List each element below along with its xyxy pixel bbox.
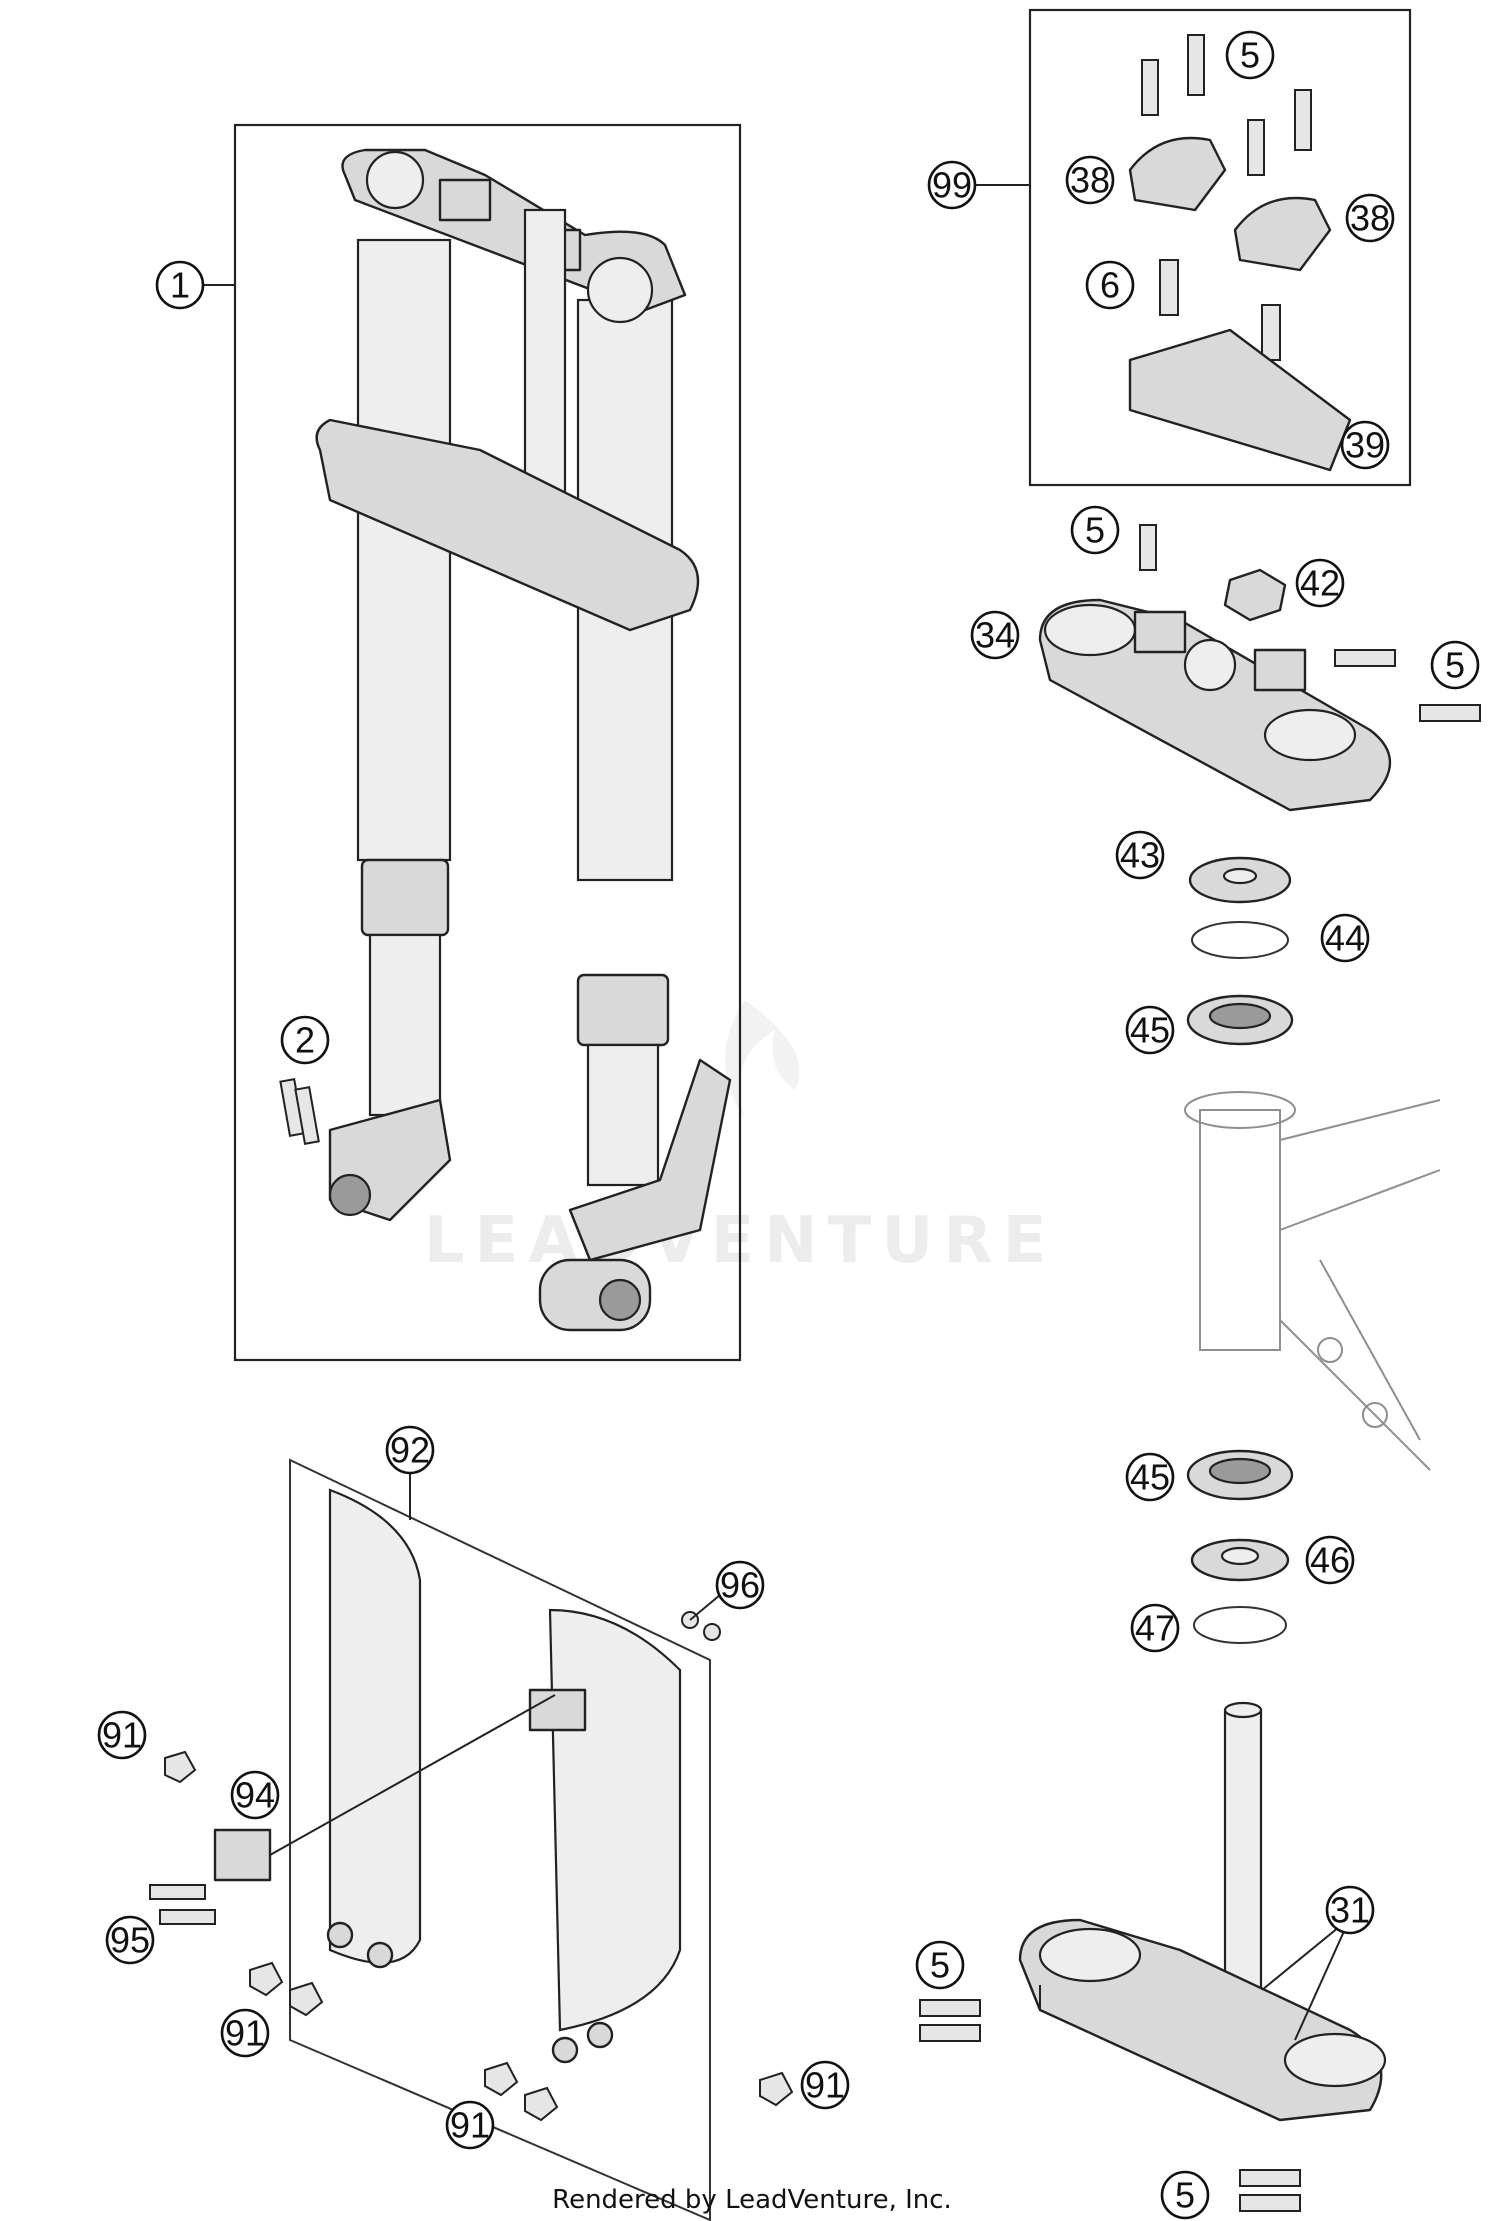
callout-44: 44 — [1320, 913, 1370, 963]
svg-text:91: 91 — [805, 2065, 845, 2106]
svg-text:91: 91 — [450, 2105, 490, 2146]
svg-text:1: 1 — [170, 265, 190, 306]
callout-99: 99 — [927, 160, 977, 210]
clamp-bolts-2 — [279, 1078, 320, 1145]
callout-96: 96 — [715, 1560, 765, 1610]
callout-91-bottom: 91 — [445, 2100, 495, 2150]
svg-text:91: 91 — [225, 2013, 265, 2054]
fork-assembly — [315, 148, 732, 1332]
svg-text:5: 5 — [930, 1945, 950, 1986]
callout-1: 1 — [155, 260, 205, 310]
callout-5-lower-clamp-side: 5 — [915, 1940, 965, 1990]
fork-guard-panel — [289, 1458, 711, 2221]
svg-text:99: 99 — [932, 165, 972, 206]
bearing-stack-upper — [1186, 856, 1294, 1046]
watermark-text: LEADVENTURE — [424, 1204, 1057, 1278]
svg-text:5: 5 — [1085, 510, 1105, 551]
svg-text:2: 2 — [295, 1020, 315, 1061]
footer-credit: Rendered by LeadVenture, Inc. — [552, 2185, 952, 2215]
callout-34: 34 — [970, 610, 1020, 660]
callout-95: 95 — [105, 1915, 155, 1965]
svg-text:92: 92 — [390, 1430, 430, 1471]
callout-5-top-clamp-bolt: 5 — [1070, 505, 1120, 555]
svg-text:42: 42 — [1300, 563, 1340, 604]
callout-92: 92 — [385, 1425, 435, 1475]
callout-45-upper: 45 — [1125, 1005, 1175, 1055]
callout-6: 6 — [1085, 260, 1135, 310]
svg-text:31: 31 — [1330, 1890, 1370, 1931]
svg-text:44: 44 — [1325, 918, 1365, 959]
callout-5-side-bolts: 5 — [1430, 640, 1480, 690]
callout-2: 2 — [280, 1015, 330, 1065]
svg-text:45: 45 — [1130, 1010, 1170, 1051]
frame-head-tube — [1184, 1091, 1441, 1471]
svg-text:34: 34 — [975, 615, 1015, 656]
svg-text:5: 5 — [1175, 2175, 1195, 2216]
svg-text:95: 95 — [110, 1920, 150, 1961]
callout-42: 42 — [1295, 558, 1345, 608]
callout-91-right: 91 — [800, 2060, 850, 2110]
handlebar-clamp-kit-box — [1028, 8, 1412, 487]
svg-text:38: 38 — [1070, 160, 1110, 201]
callout-94: 94 — [230, 1770, 280, 1820]
callout-31: 31 — [1325, 1885, 1375, 1935]
callout-46: 46 — [1305, 1535, 1355, 1585]
svg-text:38: 38 — [1350, 198, 1390, 239]
handlebar-clamp-kit — [1128, 34, 1352, 472]
fork-assembly-box — [233, 123, 742, 1362]
callout-91-left: 91 — [97, 1710, 147, 1760]
svg-text:5: 5 — [1445, 645, 1465, 686]
svg-text:91: 91 — [102, 1715, 142, 1756]
svg-text:47: 47 — [1135, 1608, 1175, 1649]
leadventure-watermark: LEADVENTURE — [424, 1000, 1057, 1278]
callout-5-kit: 5 — [1225, 30, 1275, 80]
callout-38-left: 38 — [1065, 155, 1115, 205]
callout-91-center-left: 91 — [220, 2008, 270, 2058]
callout-5-lower-clamp-bottom: 5 — [1160, 2170, 1210, 2220]
upper-triple-clamp — [1038, 524, 1481, 812]
svg-text:45: 45 — [1130, 1457, 1170, 1498]
fork-guards — [326, 1488, 682, 2064]
svg-text:96: 96 — [720, 1565, 760, 1606]
callout-43: 43 — [1115, 830, 1165, 880]
callout-47: 47 — [1130, 1603, 1180, 1653]
svg-text:6: 6 — [1100, 265, 1120, 306]
lower-triple-clamp-with-stem — [919, 1701, 1387, 2212]
bearing-stack-lower — [1186, 1449, 1294, 1644]
svg-text:43: 43 — [1120, 835, 1160, 876]
svg-text:39: 39 — [1345, 425, 1385, 466]
callout-38-right: 38 — [1345, 193, 1395, 243]
svg-text:94: 94 — [235, 1775, 275, 1816]
svg-text:46: 46 — [1310, 1540, 1350, 1581]
callout-39: 39 — [1340, 420, 1390, 470]
callout-45-lower: 45 — [1125, 1452, 1175, 1502]
svg-text:5: 5 — [1240, 35, 1260, 76]
